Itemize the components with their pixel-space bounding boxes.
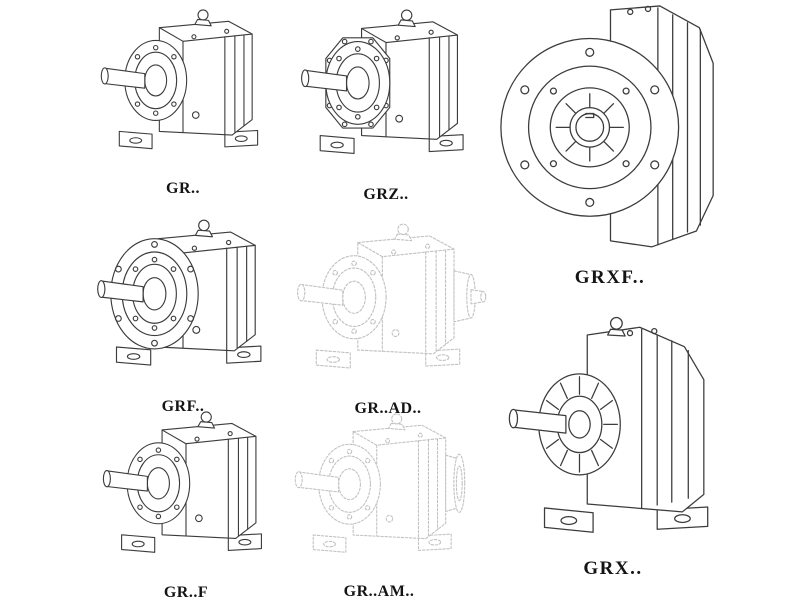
figure-gr-am: GR..AM.. — [286, 408, 472, 600]
figure-label-grf: GRF.. — [161, 397, 205, 415]
gr-f-gearbox-drawing — [94, 406, 278, 581]
figure-label-grz: GRZ.. — [363, 185, 409, 203]
figure-grz: GRZ.. — [292, 4, 480, 204]
figure-gr-f: GR..F — [94, 406, 278, 600]
grxf-gearbox-drawing — [500, 5, 714, 248]
grx-gearbox-drawing — [508, 316, 709, 533]
gr-am-gearbox-drawing — [286, 408, 472, 580]
figure-gr-ad: GR..AD.. — [288, 218, 488, 418]
figure-gr: GR.. — [92, 4, 274, 198]
grf-gearbox-drawing — [88, 214, 278, 395]
figure-grxf: GRXF.. — [494, 2, 726, 289]
figure-label-gr-f: GR..F — [163, 583, 209, 600]
figure-grf: GRF.. — [88, 214, 278, 416]
gr-gearbox-drawing — [92, 4, 274, 177]
figure-label-gr-am: GR..AM.. — [343, 583, 415, 600]
figure-label-gr-ad: GR..AD.. — [354, 400, 422, 418]
figure-label-gr: GR.. — [166, 179, 200, 197]
grz-gearbox-drawing — [292, 4, 480, 183]
figure-label-grx: GRX.. — [583, 557, 643, 579]
gr-ad-gearbox-drawing — [288, 218, 488, 397]
figure-grx: GRX.. — [494, 302, 732, 580]
figure-label-grxf: GRXF.. — [574, 266, 646, 288]
